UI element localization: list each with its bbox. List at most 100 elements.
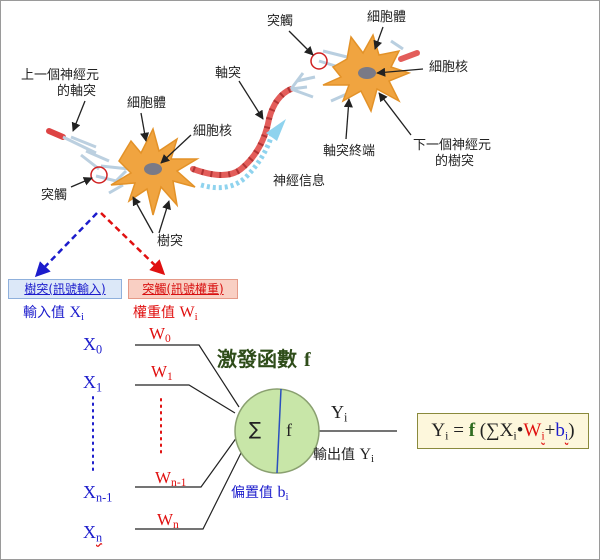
bias-label-text: 偏置值 (231, 485, 273, 501)
formula-w: W (523, 420, 542, 441)
right-cell-body (322, 33, 420, 114)
nucleus-right-label: 細胞核 (429, 60, 469, 75)
input-x0-sub: 0 (96, 342, 103, 357)
output-label-text: 輸出值 (313, 447, 355, 463)
input-x1: X1 (83, 372, 103, 395)
neural-signal-label: 神經信息 (273, 174, 326, 189)
weight-w0: W0 (149, 324, 171, 346)
input-xn: Xn (83, 522, 103, 545)
input-x1-letter: X (83, 372, 96, 392)
output-label-var-letter: Y (359, 446, 372, 463)
synapse-left-label: 突觸 (41, 188, 68, 203)
synapse-circle-top (310, 52, 328, 70)
formula-plus: + (544, 420, 556, 441)
bias-var-letter: b (277, 484, 286, 501)
cell-body-right-label: 細胞體 (367, 10, 407, 25)
weight-line-n-1 (135, 436, 238, 488)
right-nucleus (358, 67, 376, 79)
left-dendrites (95, 164, 130, 195)
weight-line-0 (135, 344, 240, 408)
sum-symbol: ∑ (249, 419, 262, 440)
input-xn-1-letter: X (83, 482, 96, 502)
perceptron-formula: Yi = f (∑Xi•Wi+bi) (417, 413, 589, 449)
formula-f: f (468, 420, 476, 441)
weight-wn-1-letter: W (155, 468, 172, 487)
weight-line-1 (135, 384, 236, 414)
weight-wn-sub: n (173, 518, 179, 532)
input-xn-1-sub: n-1 (96, 490, 113, 505)
input-xn-letter: X (83, 522, 96, 542)
input-xn-sub: n (96, 530, 103, 545)
dendrite-label: 樹突 (157, 234, 184, 249)
input-values-title-text: 輸入值 (23, 305, 65, 321)
axon-terminal-label: 軸突終端 (323, 144, 376, 159)
weight-values-title: 權重值 Wi (133, 304, 198, 324)
formula-lhs-sub: i (445, 428, 449, 443)
previous-axon (46, 128, 110, 171)
weight-values-var-sub: i (194, 311, 198, 324)
synapse-circle-left (90, 166, 108, 184)
output-label-var: Yi (359, 446, 375, 466)
synapse-top-label: 突觸 (267, 14, 294, 29)
output-y: Yi (331, 402, 347, 424)
activation-unit (234, 388, 320, 474)
weight-values-var: Wi (179, 304, 198, 324)
formula-b: b (555, 420, 565, 441)
axon-label: 軸突 (215, 66, 242, 81)
weight-wn-letter: W (157, 510, 174, 529)
formula-equals: = (453, 420, 464, 441)
weight-w0-letter: W (149, 324, 166, 343)
dendrite-input-legend: 樹突(訊號輸入) (8, 279, 122, 299)
input-values-var-sub: i (81, 311, 85, 324)
input-values-title: 輸入值 Xi (23, 304, 85, 324)
weight-wn-1-sub: n-1 (171, 476, 187, 490)
activation-function-title: 激發函數 f (217, 349, 311, 370)
synapse-weight-arrow (100, 212, 166, 276)
weight-w1-sub: 1 (167, 370, 173, 384)
left-cell-body (110, 126, 200, 216)
bias-var: bi (277, 484, 289, 504)
activation-function-title-text: 激發函數 (217, 347, 297, 371)
callout-arrows (70, 26, 424, 234)
formula-x-sub: i (513, 428, 517, 443)
formula-lhs: Y (431, 420, 446, 441)
neural-signal-arrow (200, 119, 286, 191)
weight-wn-1: Wn-1 (155, 468, 187, 490)
weight-values-var-letter: W (179, 304, 195, 321)
output-label-var-sub: i (371, 453, 375, 466)
input-x1-sub: 1 (96, 380, 103, 395)
neuron-illustration (34, 26, 424, 278)
weight-w1: W1 (151, 362, 173, 384)
activation-function-title-f: f (303, 349, 311, 371)
synapse-weight-legend: 突觸(訊號權重) (128, 279, 238, 299)
cell-body-left-label: 細胞體 (127, 96, 167, 111)
input-values-var-letter: X (69, 304, 82, 321)
activation-f-symbol: f (286, 420, 292, 440)
formula-b-sub: i (564, 428, 569, 443)
previous-axon-label-line1: 上一個神經元 (21, 68, 100, 83)
output-y-letter: Y (331, 402, 344, 422)
nucleus-left-label: 細胞核 (193, 124, 233, 139)
bias-var-sub: i (285, 491, 289, 504)
weight-line-n (135, 444, 246, 530)
axon (190, 72, 316, 178)
weight-wn: Wn (157, 510, 179, 532)
formula-w-sub: i (541, 428, 545, 443)
perceptron-model (92, 344, 397, 530)
next-dendrite-label-line2: 的樹突 (435, 154, 475, 169)
previous-axon-label-line2: 的軸突 (57, 84, 97, 99)
dendrite-input-arrow (34, 212, 98, 278)
formula-dot: • (516, 420, 524, 441)
weight-values-title-text: 權重值 (133, 305, 175, 321)
weight-w0-sub: 0 (165, 332, 171, 346)
formula-close: ) (568, 420, 575, 441)
bias-label: 偏置值 bi (231, 484, 289, 504)
weight-lines (135, 344, 397, 530)
input-values-var: Xi (69, 304, 85, 324)
input-x0-letter: X (83, 334, 96, 354)
left-nucleus (144, 163, 162, 175)
next-dendrite-label-line1: 下一個神經元 (413, 138, 492, 153)
weight-w1-letter: W (151, 362, 168, 381)
